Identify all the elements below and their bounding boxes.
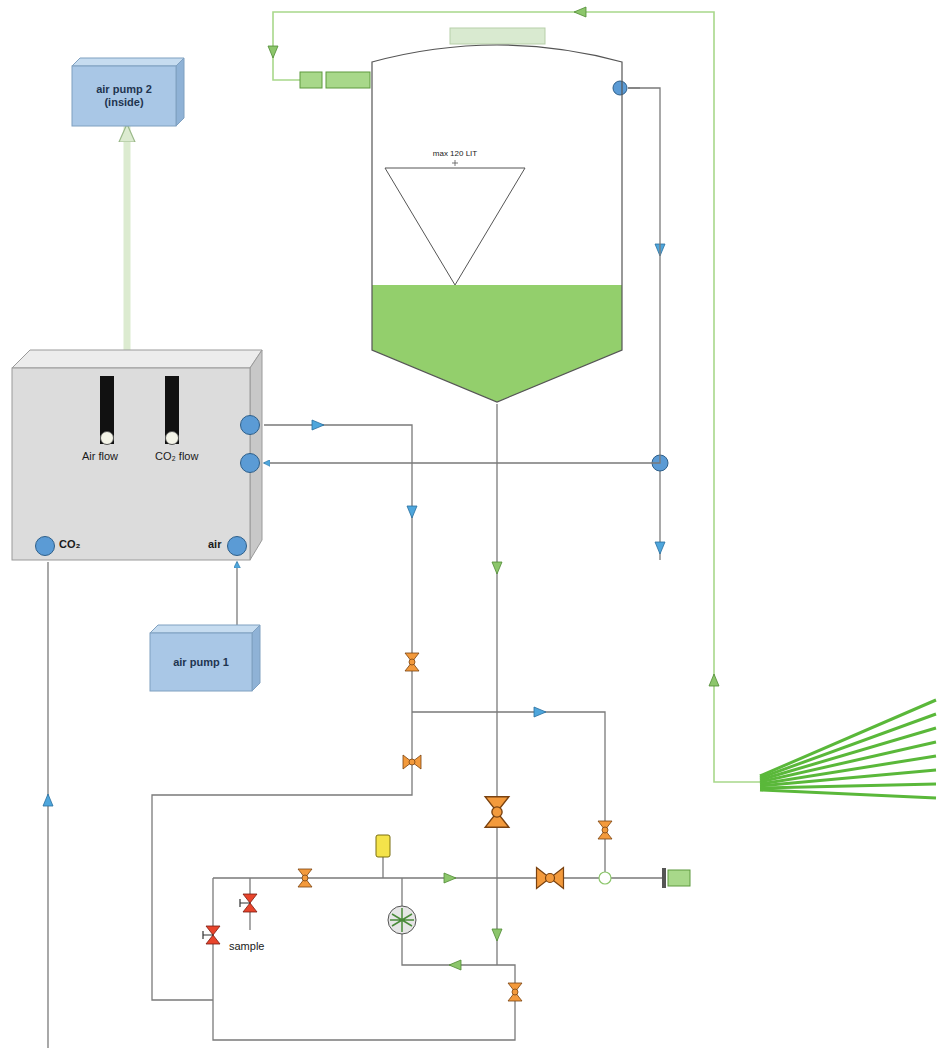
pipe-connector: [326, 72, 370, 88]
level-mark: [385, 168, 525, 285]
flow-arrow: [268, 46, 278, 58]
pipe: [412, 712, 605, 872]
pipe-connector: [300, 72, 322, 88]
pump-symbol: [388, 906, 416, 934]
port-circle: [228, 537, 247, 556]
inlet-label: CO₂: [59, 538, 80, 551]
valve: [403, 755, 421, 769]
tube: [760, 700, 936, 776]
pipe: [213, 965, 515, 1040]
air-line: [236, 562, 237, 625]
air-transfer-arrow: [124, 126, 131, 350]
pump-label: air pump 1: [162, 656, 240, 669]
flow-arrow: [534, 707, 546, 717]
box-front: [150, 633, 252, 691]
flow-arrow: [444, 873, 456, 883]
storage-tank: max 120 LIT: [368, 26, 628, 406]
port-circle: [241, 454, 260, 473]
valve: [598, 821, 612, 839]
tank-lid: [450, 28, 545, 44]
valve: [537, 868, 564, 889]
port-circle: [36, 537, 55, 556]
air-pump-box: air pump 1: [150, 625, 260, 691]
flow-arrow: [43, 794, 53, 806]
flow-arrow: [492, 562, 502, 574]
tube: [760, 756, 936, 784]
pump-blade: [390, 908, 414, 932]
flow-meter: [100, 376, 114, 444]
flow-arrow: [449, 960, 461, 970]
return-pipe: [273, 12, 760, 782]
flow-arrow: [312, 420, 324, 430]
junction-circle: [599, 872, 611, 884]
tube: [760, 714, 936, 778]
pipe: [264, 425, 412, 712]
box-side: [176, 58, 184, 126]
flow-meter-float: [101, 432, 114, 445]
flow-meter-float: [166, 432, 179, 445]
tube-bundle: [760, 700, 936, 798]
port-circle: [613, 81, 627, 95]
box-front: [12, 368, 250, 560]
sample-valve: [240, 894, 257, 912]
box-side: [252, 625, 260, 691]
pipe: [213, 877, 662, 878]
sample-label: sample: [228, 940, 265, 952]
pump-label: air pump 2 (inside): [85, 83, 163, 108]
valve: [508, 983, 522, 1001]
pipe: [496, 404, 497, 965]
tube: [760, 742, 936, 782]
sensor-cylinder: [376, 835, 390, 857]
valve: [405, 653, 419, 671]
flow-arrow: [492, 929, 502, 941]
flow-arrow: [655, 542, 665, 554]
tube: [760, 790, 936, 798]
air-pump-box: air pump 2 (inside): [72, 58, 184, 126]
manual-valve: [203, 926, 220, 944]
flow-meter: [165, 376, 179, 444]
pipe: [402, 934, 497, 965]
flange: [662, 868, 666, 888]
port-circle: [241, 416, 260, 435]
pump-blades: [390, 908, 414, 932]
inlet-label: air: [208, 538, 221, 551]
flow-arrow: [407, 506, 417, 518]
pipe: [382, 857, 383, 878]
flow-label: CO₂ flow: [155, 450, 198, 463]
gas-control-box: Air flow CO₂ flowCO₂ air: [12, 350, 264, 562]
pipe: [401, 878, 402, 906]
box-top: [12, 350, 262, 368]
valve: [485, 797, 509, 828]
flow-label: Air flow: [82, 450, 118, 463]
box-front: [72, 66, 176, 126]
tank-outline: [368, 26, 628, 406]
pipe: [152, 712, 412, 1000]
control-outline: [12, 350, 264, 562]
level-tick: [452, 160, 458, 166]
flow-arrow: [709, 674, 719, 686]
box-top: [150, 625, 260, 633]
pipe-connector: [668, 870, 690, 886]
tank-wall: [372, 45, 622, 402]
flow-arrow: [574, 7, 586, 17]
gas-return-line: [264, 88, 660, 463]
volume-label: max 120 LIT: [433, 149, 477, 158]
pipe-lines: [48, 88, 662, 1048]
tube: [760, 784, 936, 788]
culture-liquid: [372, 285, 622, 402]
valve: [298, 869, 312, 887]
box-top: [72, 58, 184, 66]
